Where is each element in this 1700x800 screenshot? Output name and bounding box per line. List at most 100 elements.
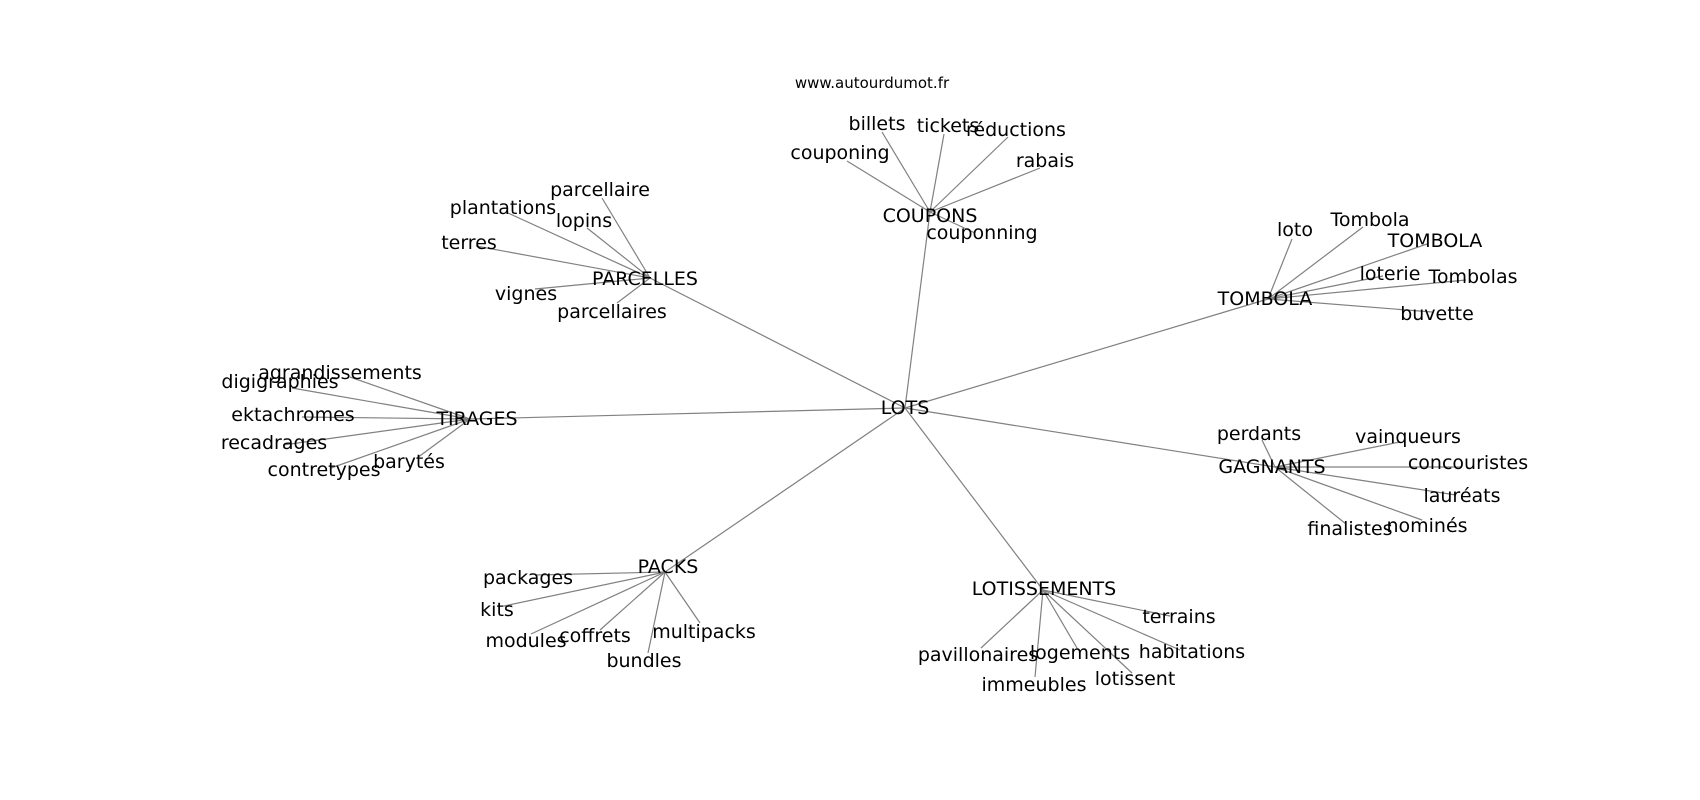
edge-coupons-to-word — [846, 160, 931, 213]
edge-lotissements-to-word — [1034, 589, 1044, 678]
word-node: kits — [480, 599, 514, 621]
edge-parcelles-to-word — [507, 212, 651, 279]
edge-parcelles-to-word — [601, 197, 651, 279]
edge-coupons-to-word — [929, 133, 945, 213]
edge-tombola-to-word — [1267, 298, 1433, 313]
hub-node-gagnants: GAGNANTS — [1218, 456, 1325, 478]
edge-tirages-to-word — [330, 418, 471, 469]
word-node: agrandissements — [258, 362, 422, 384]
edge-center-to-gagnants — [904, 407, 1276, 468]
edge-gagnants-to-word — [1274, 466, 1347, 525]
edge-gagnants-to-word — [1274, 466, 1457, 496]
edge-tirages-to-word — [301, 416, 471, 420]
edge-lotissements-to-word — [980, 589, 1044, 649]
edge-tombola-to-word — [1267, 275, 1384, 300]
word-node: tickets — [917, 115, 980, 137]
hub-node-packs: PACKS — [638, 556, 699, 578]
word-node: concouristes — [1408, 452, 1528, 474]
edge-packs-to-word — [647, 571, 666, 654]
word-node: packages — [483, 567, 573, 589]
word-node: digigraphies — [221, 371, 338, 393]
edge-parcelles-to-word — [616, 277, 651, 304]
edge-parcelles-to-word — [586, 227, 651, 279]
edge-coupons-to-word — [929, 211, 976, 234]
edge-center-to-tirages — [469, 407, 906, 420]
word-node: pavillonaires — [918, 644, 1038, 666]
edge-packs-to-word — [534, 571, 666, 576]
watermark: www.autourdumot.fr — [795, 74, 950, 92]
edge-coupons-to-word — [929, 167, 1041, 213]
word-node: parcellaires — [557, 301, 667, 323]
edge-tirages-to-word — [349, 376, 471, 420]
word-node: couponing — [790, 142, 889, 164]
word-node: finalistes — [1307, 518, 1392, 540]
edge-tirages-to-word — [282, 418, 471, 446]
word-node: multipacks — [652, 621, 756, 643]
word-node: vainqueurs — [1355, 426, 1461, 448]
hub-node-tombola: TOMBOLA — [1217, 288, 1313, 310]
word-node: loterie — [1360, 263, 1421, 285]
word-node: plantations — [450, 197, 556, 219]
word-node: barytés — [373, 451, 445, 473]
edge-coupons-to-word — [881, 131, 931, 213]
edge-lotissements-to-word — [1042, 589, 1133, 674]
center-node-label: LOTS — [881, 397, 930, 419]
word-node: lopins — [556, 210, 612, 232]
word-node: billets — [849, 113, 906, 135]
word-node: lotissent — [1095, 668, 1176, 690]
edge-tirages-to-word — [291, 387, 471, 420]
word-node: modules — [485, 630, 566, 652]
edge-center-to-coupons — [904, 211, 931, 409]
word-node: nominés — [1386, 515, 1467, 537]
edge-packs-to-word — [530, 571, 666, 635]
word-node: lauréats — [1423, 485, 1500, 507]
word-node: immeubles — [982, 674, 1087, 696]
word-node: bundles — [606, 650, 681, 672]
edge-lotissements-to-word — [1042, 589, 1171, 617]
word-node: coffrets — [559, 625, 631, 647]
edge-gagnants-to-word — [1274, 441, 1401, 468]
word-node: recadrages — [221, 432, 327, 454]
hub-node-lotissements: LOTISSEMENTS — [972, 578, 1116, 600]
word-node: couponning — [926, 222, 1037, 244]
hub-node-parcelles: PARCELLES — [592, 268, 698, 290]
word-node: réductions — [966, 119, 1066, 141]
labels: www.autourdumot.fr LOTS COUPONS billets ti… — [221, 74, 1528, 696]
edge-packs-to-word — [503, 571, 666, 607]
word-node: buvette — [1400, 303, 1474, 325]
edge-center-to-parcelles — [649, 277, 906, 409]
word-node: parcellaire — [550, 179, 650, 201]
edge-lotissements-to-word — [1042, 589, 1181, 651]
word-node: vignes — [495, 283, 557, 305]
word-node: TOMBOLA — [1387, 230, 1483, 252]
edge-center-to-lotissements — [904, 407, 1044, 591]
edge-tombola-to-word — [1267, 238, 1293, 300]
hub-node-tirages: TIRAGES — [435, 408, 517, 430]
edge-gagnants-to-word — [1274, 466, 1423, 521]
edge-parcelles-to-word — [475, 245, 651, 279]
edge-parcelles-to-word — [534, 277, 651, 290]
edge-gagnants-to-word — [1261, 439, 1276, 468]
edge-packs-to-word — [599, 571, 666, 631]
edge-tombola-to-word — [1267, 226, 1364, 300]
word-node: Tombolas — [1427, 266, 1517, 288]
word-node: contretypes — [268, 459, 381, 481]
edge-tombola-to-word — [1267, 279, 1467, 300]
word-node: ektachromes — [231, 404, 354, 426]
word-node: terres — [441, 232, 497, 254]
edges — [282, 131, 1467, 678]
word-node: Tombola — [1329, 209, 1409, 231]
word-node: terrains — [1142, 606, 1215, 628]
edge-tirages-to-word — [416, 418, 471, 459]
word-node: logements — [1030, 642, 1130, 664]
word-node: loto — [1277, 219, 1313, 241]
edge-tombola-to-word — [1267, 243, 1428, 300]
word-node: perdants — [1217, 423, 1301, 445]
edge-center-to-packs — [664, 407, 906, 573]
word-node: habitations — [1139, 641, 1245, 663]
edge-packs-to-word — [664, 571, 701, 624]
word-node: rabais — [1016, 150, 1074, 172]
edge-lotissements-to-word — [1042, 589, 1078, 649]
hub-node-coupons: COUPONS — [883, 205, 978, 227]
